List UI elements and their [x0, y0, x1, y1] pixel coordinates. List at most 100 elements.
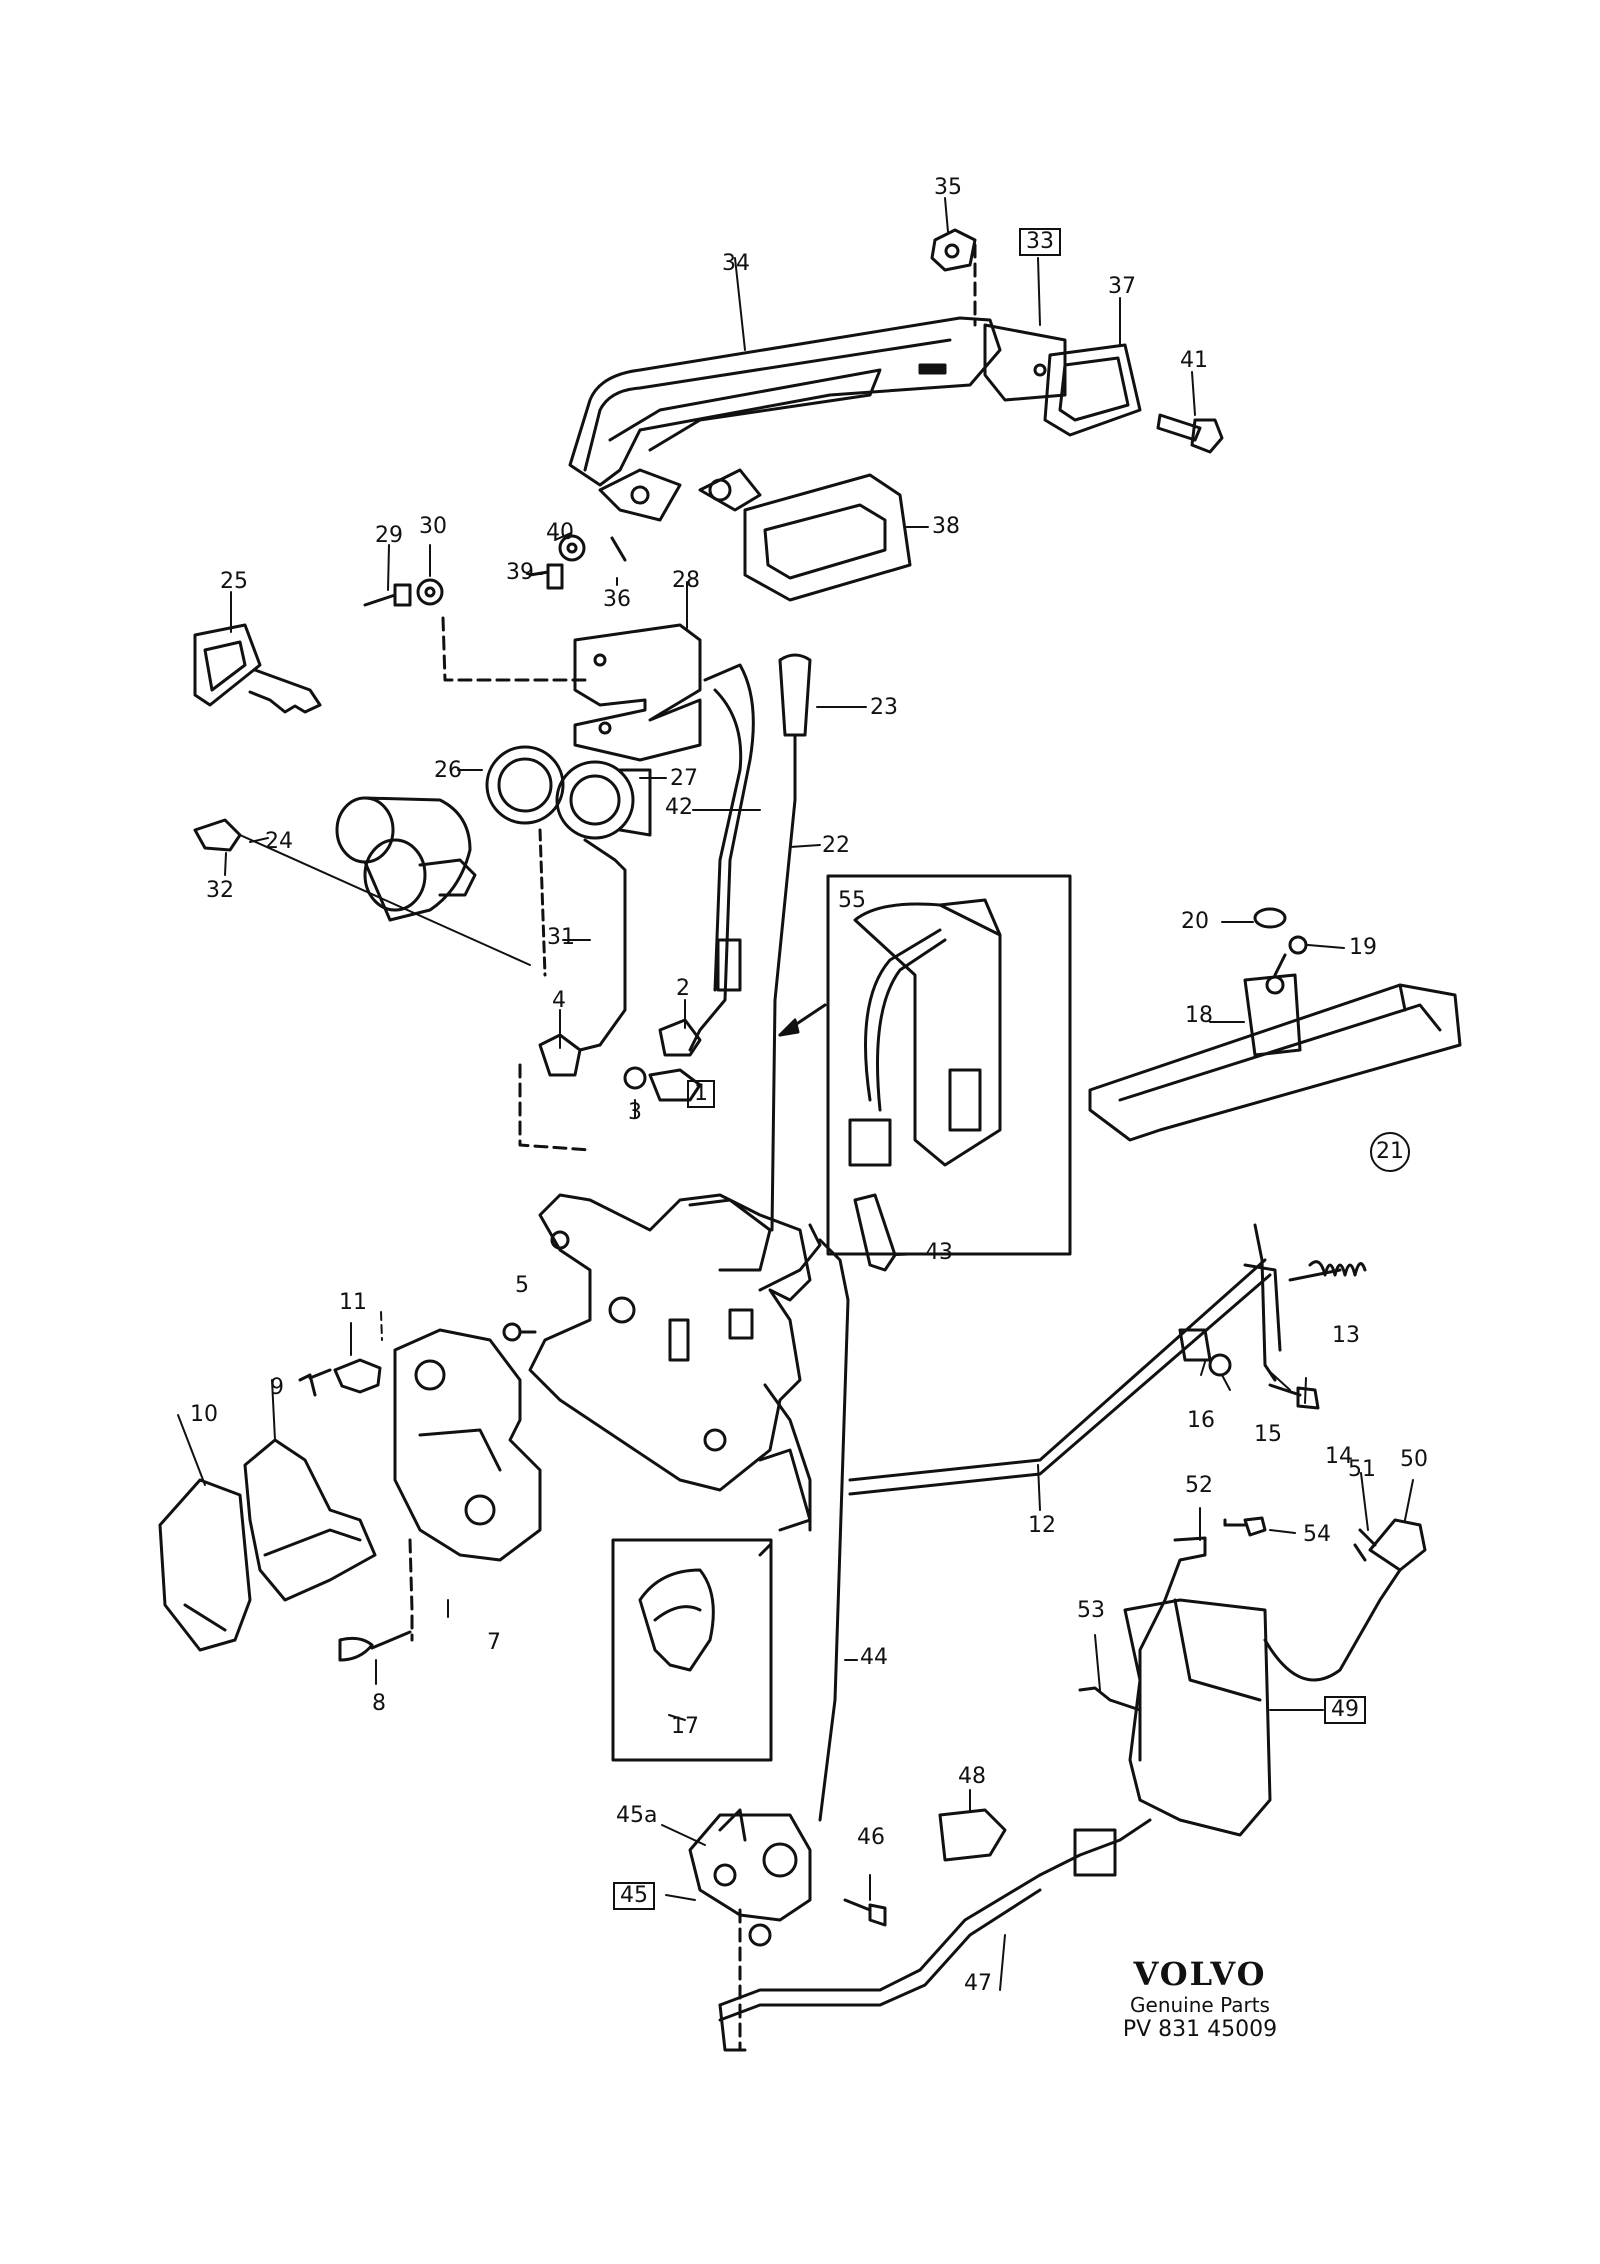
lock-rod-31 [239, 828, 627, 1047]
inset-box-17 [611, 1538, 773, 1762]
leader-lines [177, 197, 1414, 1991]
callout-label: 11 [339, 1290, 367, 1315]
plate-10 [158, 1478, 252, 1652]
callout-label: 24 [265, 829, 293, 854]
retaining-ring-27 [555, 760, 652, 840]
callout-label: 47 [964, 1971, 992, 1996]
callout-label: 32 [206, 878, 234, 903]
callout-label: 31 [547, 925, 575, 950]
callout-label: 21 [1370, 1132, 1410, 1172]
bracket-52-53 [1078, 1536, 1207, 1762]
screw-14 [1268, 1383, 1320, 1410]
callout-label: 43 [925, 1240, 953, 1265]
callout-label: 52 [1185, 1473, 1213, 1498]
callout-label: 53 [1077, 1598, 1105, 1623]
rod-42 [688, 663, 755, 1052]
screw-19 [1273, 935, 1308, 977]
handle-seal-part [743, 473, 912, 602]
door-lock-latch-part [528, 1193, 822, 1492]
callout-label: 34 [722, 251, 750, 276]
callout-label: 42 [665, 795, 693, 820]
bracket-9 [243, 1438, 377, 1602]
callout-label: 13 [1332, 1323, 1360, 1348]
callout-label: 28 [672, 568, 700, 593]
screw-11 [298, 1358, 382, 1397]
callout-label: 23 [870, 695, 898, 720]
callout-label: 49 [1324, 1696, 1366, 1724]
callout-label: 12 [1028, 1513, 1056, 1538]
callout-label: 41 [1180, 348, 1208, 373]
callout-label: 26 [434, 758, 462, 783]
inset-box-55 [778, 874, 1072, 1256]
clip-48 [938, 1808, 1007, 1862]
screw-nut-29-30 [363, 578, 444, 607]
retaining-ring-26 [485, 745, 565, 825]
callout-label: 1 [687, 1080, 715, 1108]
callout-label: 46 [857, 1825, 885, 1850]
callout-label: 38 [932, 514, 960, 539]
callout-label: 7 [487, 1630, 501, 1655]
callout-label: 35 [934, 175, 962, 200]
door-handle-part [568, 316, 1002, 522]
callout-label: 4 [552, 988, 566, 1013]
key-part [193, 623, 322, 714]
callout-label: 18 [1185, 1003, 1213, 1028]
screw-5 [502, 1322, 537, 1342]
callout-label: 15 [1254, 1422, 1282, 1447]
rod-47 [718, 1873, 1042, 2052]
switch-18 [1243, 973, 1302, 1057]
callout-label: 54 [1303, 1522, 1331, 1547]
lock-knob-part [778, 653, 812, 737]
callout-label: 39 [506, 560, 534, 585]
callout-label: 25 [220, 569, 248, 594]
callout-label: 17 [671, 1714, 699, 1739]
screw-part-41 [1156, 413, 1224, 454]
callout-label: 14 [1325, 1444, 1353, 1469]
callout-label: 5 [515, 1273, 529, 1298]
callout-label: 20 [1181, 909, 1209, 934]
screw-8 [338, 1630, 412, 1662]
brand-subtitle: Genuine Parts [1130, 1993, 1270, 2017]
callout-label: 36 [603, 587, 631, 612]
connector-50-51 [1263, 1518, 1427, 1682]
callout-label: 55 [838, 888, 866, 913]
actuator-49 [1038, 1598, 1272, 1877]
volvo-branding: VOLVO Genuine Parts PV 831 45009 [1120, 1955, 1280, 2042]
clip-part-32 [193, 818, 242, 852]
callout-label: 22 [822, 833, 850, 858]
link-lever-13-16 [1178, 1223, 1367, 1382]
callout-label: 27 [670, 766, 698, 791]
callout-label: 3 [628, 1100, 642, 1125]
lock-bracket-part [573, 623, 702, 762]
callout-label: 48 [958, 1764, 986, 1789]
callout-label: 45 [613, 1882, 655, 1910]
diagram-code: PV 831 45009 [1122, 2017, 1278, 2042]
handle-end-cap-part [983, 323, 1067, 402]
screw-46 [843, 1898, 887, 1927]
callout-label: 2 [676, 976, 690, 1001]
assembly-dashed-lines [408, 243, 1227, 2052]
callout-label: 45a [616, 1803, 658, 1828]
callout-label: 16 [1187, 1408, 1215, 1433]
cap-20 [1253, 907, 1287, 929]
bracket-45 [688, 1808, 812, 1947]
screw-54 [1223, 1516, 1267, 1537]
callout-label: 37 [1108, 274, 1136, 299]
clip-43 [853, 1193, 897, 1272]
callout-label: 29 [375, 523, 403, 548]
callout-label: 44 [860, 1645, 888, 1670]
end-gasket-part [1043, 343, 1142, 437]
nut-part-35 [930, 228, 977, 272]
callout-label: 10 [190, 1402, 218, 1427]
rod-44 [758, 1238, 850, 1822]
callout-label: 19 [1349, 935, 1377, 960]
callout-label: 51 [1348, 1457, 1376, 1482]
lock-plate-7 [393, 1328, 542, 1562]
volvo-logo: VOLVO [1133, 1955, 1267, 1993]
rod-12 [848, 1258, 1272, 1496]
callout-label: 33 [1019, 228, 1061, 256]
screw-washer-parts [528, 534, 627, 590]
pull-rod-22 [770, 733, 797, 1232]
callout-label: 30 [419, 514, 447, 539]
